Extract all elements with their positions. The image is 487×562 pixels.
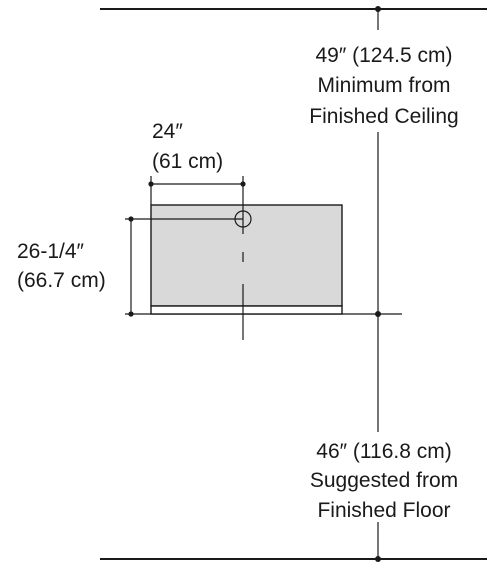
floor-label-line3: Finished Floor (317, 499, 450, 522)
height-dimension-top-dot (128, 216, 134, 222)
ceiling-label-line2: Minimum from (317, 74, 450, 97)
height-dimension-bottom-dot (128, 311, 134, 317)
width-dimension-left-dot (148, 181, 154, 187)
width-label-line2: (61 cm) (152, 150, 223, 173)
floor-label-line2: Suggested from (310, 469, 458, 492)
cabinet-body (150, 204, 343, 307)
width-dimension-right-dot (240, 181, 246, 187)
height-label-line2: (66.7 cm) (17, 269, 106, 292)
ceiling-label-line1: 49″ (124.5 cm) (316, 44, 453, 67)
floor-label-line1: 46″ (116.8 cm) (316, 440, 451, 463)
height-label-line1: 26-1/4″ (17, 240, 85, 263)
cabinet-bottom-strip (150, 305, 343, 315)
ceiling-label-line3: Finished Ceiling (309, 105, 458, 128)
width-label-line1: 24″ (152, 120, 183, 143)
